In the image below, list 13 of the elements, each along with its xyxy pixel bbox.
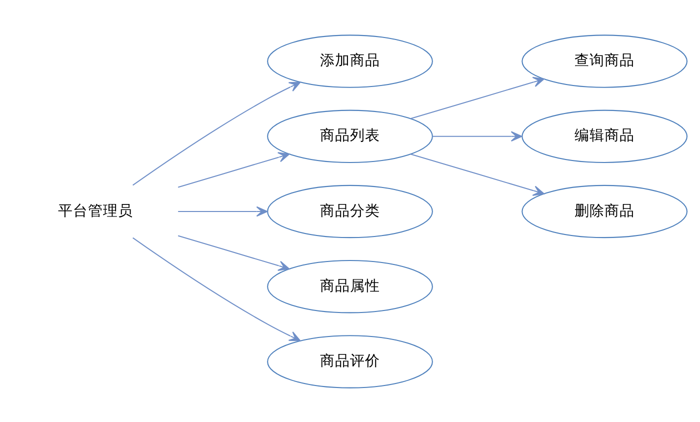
node-ellipse: 商品分类: [267, 184, 433, 238]
node-ellipse: 商品评价: [267, 334, 433, 388]
arrow: [432, 130, 522, 142]
arrow: [178, 206, 268, 216]
arrow: [178, 152, 290, 188]
arrow: [178, 234, 290, 270]
arrow: [410, 153, 544, 196]
node-text: 平台管理员: [58, 202, 133, 219]
node-ellipse: 添加商品: [267, 34, 433, 88]
arrow: [132, 236, 301, 341]
arrow: [132, 81, 301, 186]
node-ellipse: 编辑商品: [522, 109, 688, 162]
arrow: [410, 76, 544, 119]
